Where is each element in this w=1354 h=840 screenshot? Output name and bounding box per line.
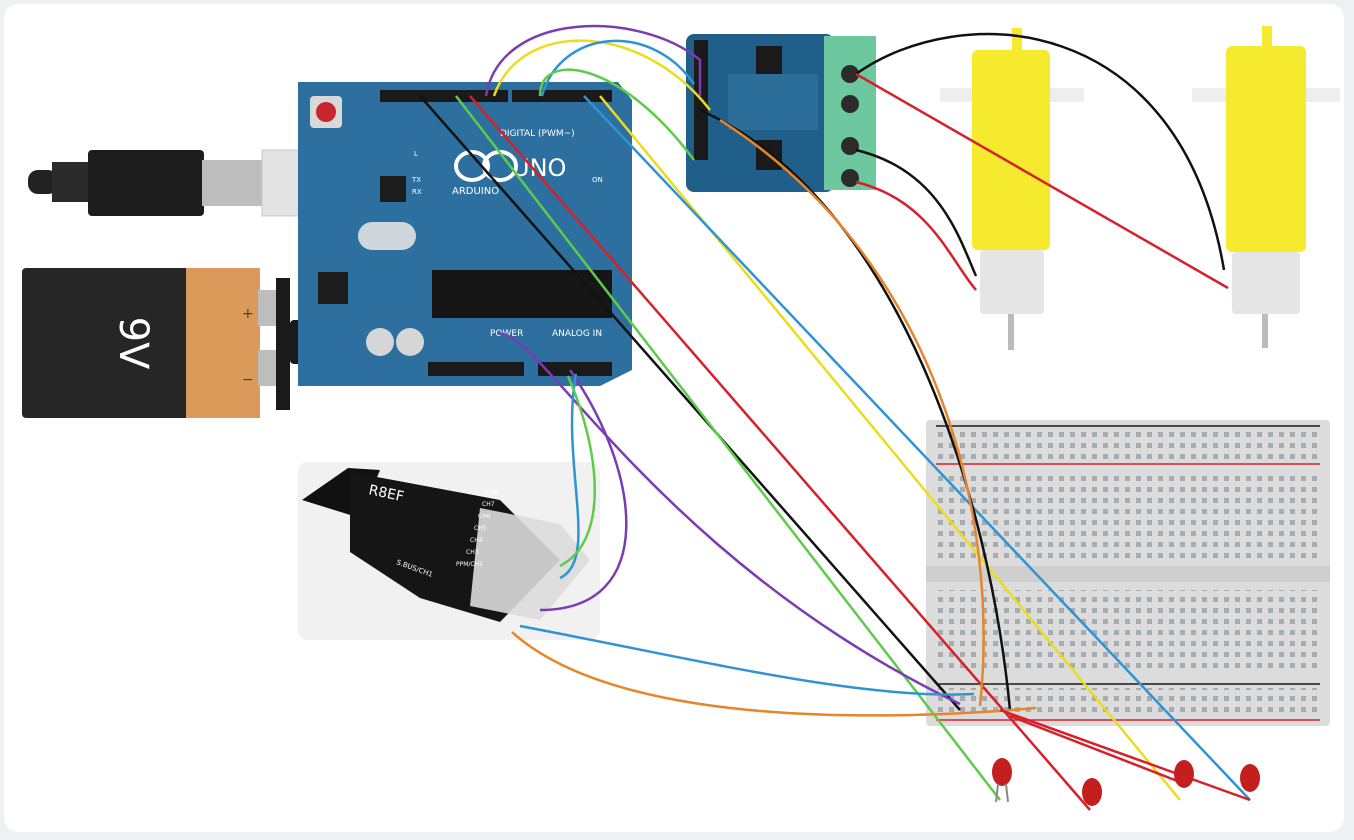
wire-red-led — [999, 708, 1251, 802]
receiver-ch-label: PPM/CH1 — [456, 561, 483, 568]
digital-pwm-label: DIGITAL (PWM~) — [500, 129, 575, 139]
receiver-ch-label: CH3 — [466, 549, 479, 556]
motor-driver-module — [686, 34, 876, 192]
led-2 — [1082, 778, 1102, 806]
dc-motor-right — [1192, 26, 1340, 348]
terminal-screw — [841, 65, 859, 83]
analog-in-label: ANALOG IN — [552, 329, 602, 339]
wire-yellow-top — [492, 39, 711, 111]
wire-green-long — [455, 95, 1001, 801]
arduino-uno-board: UNO ARDUINO DIGITAL (PWM~) POWER ANALOG … — [298, 82, 632, 386]
receiver-ch-label: CH5 — [474, 525, 487, 532]
led-1 — [992, 758, 1012, 803]
on-label: ON — [592, 176, 603, 184]
wire-black-long — [419, 95, 961, 711]
rc-receiver: R8EF S.BUS/CH1 CH8 CH7 CH6 CH5 CH4 CH3 P… — [298, 462, 600, 640]
receiver-model-text: R8EF — [367, 482, 405, 505]
receiver-ch-label: CH4 — [470, 537, 483, 544]
wires — [419, 24, 1251, 811]
terminal-screw — [841, 169, 859, 187]
led-3 — [1174, 760, 1194, 788]
wire-red-led-2 — [1009, 714, 1181, 784]
wire-blue-receiver — [559, 373, 580, 580]
atmega-chip — [432, 270, 612, 318]
battery-label: 9V — [110, 317, 156, 370]
wire-blue-bottom — [519, 624, 975, 696]
battery-plus-label: + — [242, 306, 254, 322]
receiver-ch-label: CH7 — [482, 501, 495, 508]
receiver-ch-label: CH8 — [486, 489, 499, 496]
wire-purple-receiver — [499, 332, 961, 706]
wire-black-motor-right — [855, 32, 1226, 271]
arduino-brand-text: ARDUINO — [452, 186, 499, 197]
terminal-screw — [841, 137, 859, 155]
tx-label: TX — [411, 176, 421, 184]
l-label: L — [414, 150, 418, 158]
wire-black-motor-left — [855, 148, 978, 277]
wire-red-long — [469, 95, 1091, 811]
terminal-screw — [841, 95, 859, 113]
wire-red-motor-right — [855, 72, 1229, 290]
wire-orange-bottom — [511, 631, 1037, 717]
wire-black-driver — [699, 108, 1012, 711]
wire-purple-top — [484, 24, 702, 97]
wire-red-motor-left — [855, 180, 977, 291]
battery-minus-label: − — [242, 372, 254, 388]
breadboard — [926, 420, 1330, 726]
receiver-ch-labels: CH8 CH7 CH6 CH5 CH4 CH3 PPM/CH1 — [456, 489, 499, 568]
wire-green-receiver — [559, 375, 596, 568]
wire-purple-receiver-2 — [539, 369, 628, 612]
receiver-ch-label: CH6 — [478, 513, 491, 520]
digital-header — [380, 90, 508, 102]
wire-green-top — [538, 68, 696, 161]
wire-blue-long — [583, 95, 1251, 801]
rx-label: RX — [412, 188, 422, 196]
led-4 — [1240, 764, 1260, 792]
dc-motor-left — [940, 28, 1084, 350]
wire-orange-driver — [719, 118, 985, 707]
